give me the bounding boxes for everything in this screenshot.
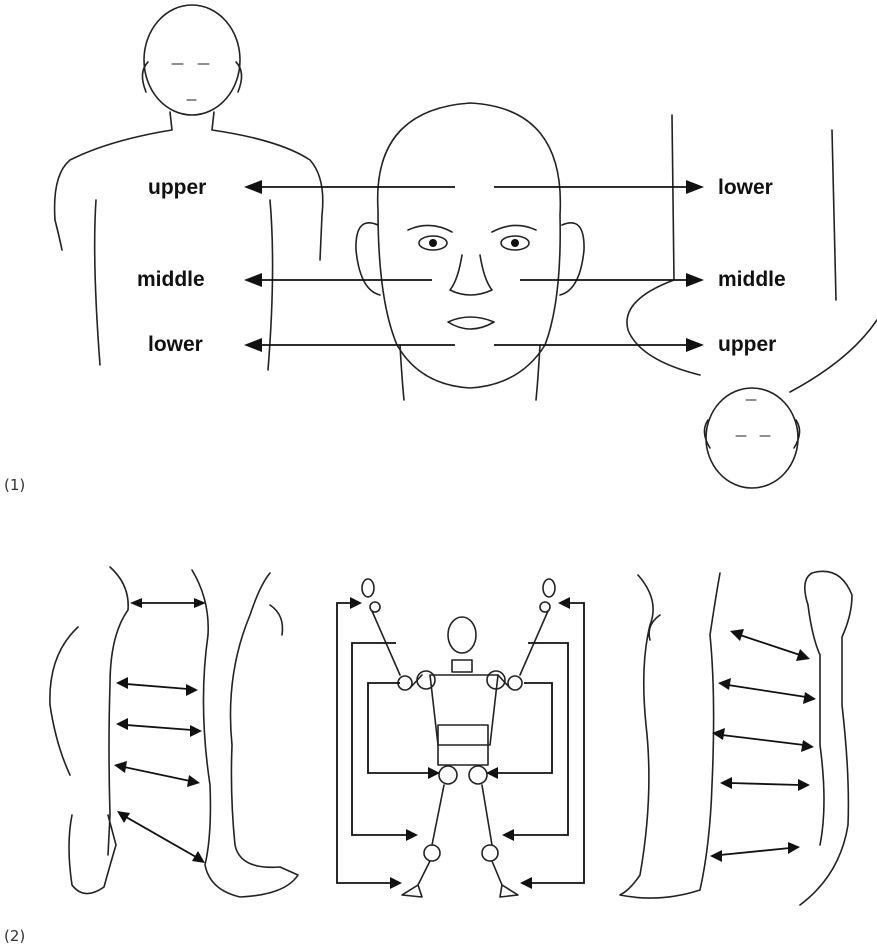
label-right-lower: lower xyxy=(718,176,773,200)
panel-1-face-orientation: upper middle lower lower middle upper (1… xyxy=(0,0,877,500)
right-inverted-figure xyxy=(627,115,877,488)
label-left-middle: middle xyxy=(137,268,205,292)
panel-2-limb-orientation: (2) xyxy=(0,545,877,949)
panel-1-caption: (1) xyxy=(4,476,25,494)
left-arm-leg-figure xyxy=(50,567,298,897)
right-limb-arrows xyxy=(710,629,816,862)
center-face-figure xyxy=(356,103,584,400)
mannequin-bracket-arrows xyxy=(337,597,584,889)
right-leg-arm-figure xyxy=(620,571,852,905)
label-left-upper: upper xyxy=(148,176,206,200)
panel-2-drawing xyxy=(0,545,877,949)
label-right-middle: middle xyxy=(718,268,786,292)
left-limb-arrows xyxy=(114,598,206,863)
label-right-upper: upper xyxy=(718,333,776,357)
panel-2-caption: (2) xyxy=(4,927,25,945)
mannequin-figure xyxy=(362,579,555,897)
left-arrows xyxy=(244,180,455,352)
label-left-lower: lower xyxy=(148,333,203,357)
panel-1-drawing xyxy=(0,0,877,500)
